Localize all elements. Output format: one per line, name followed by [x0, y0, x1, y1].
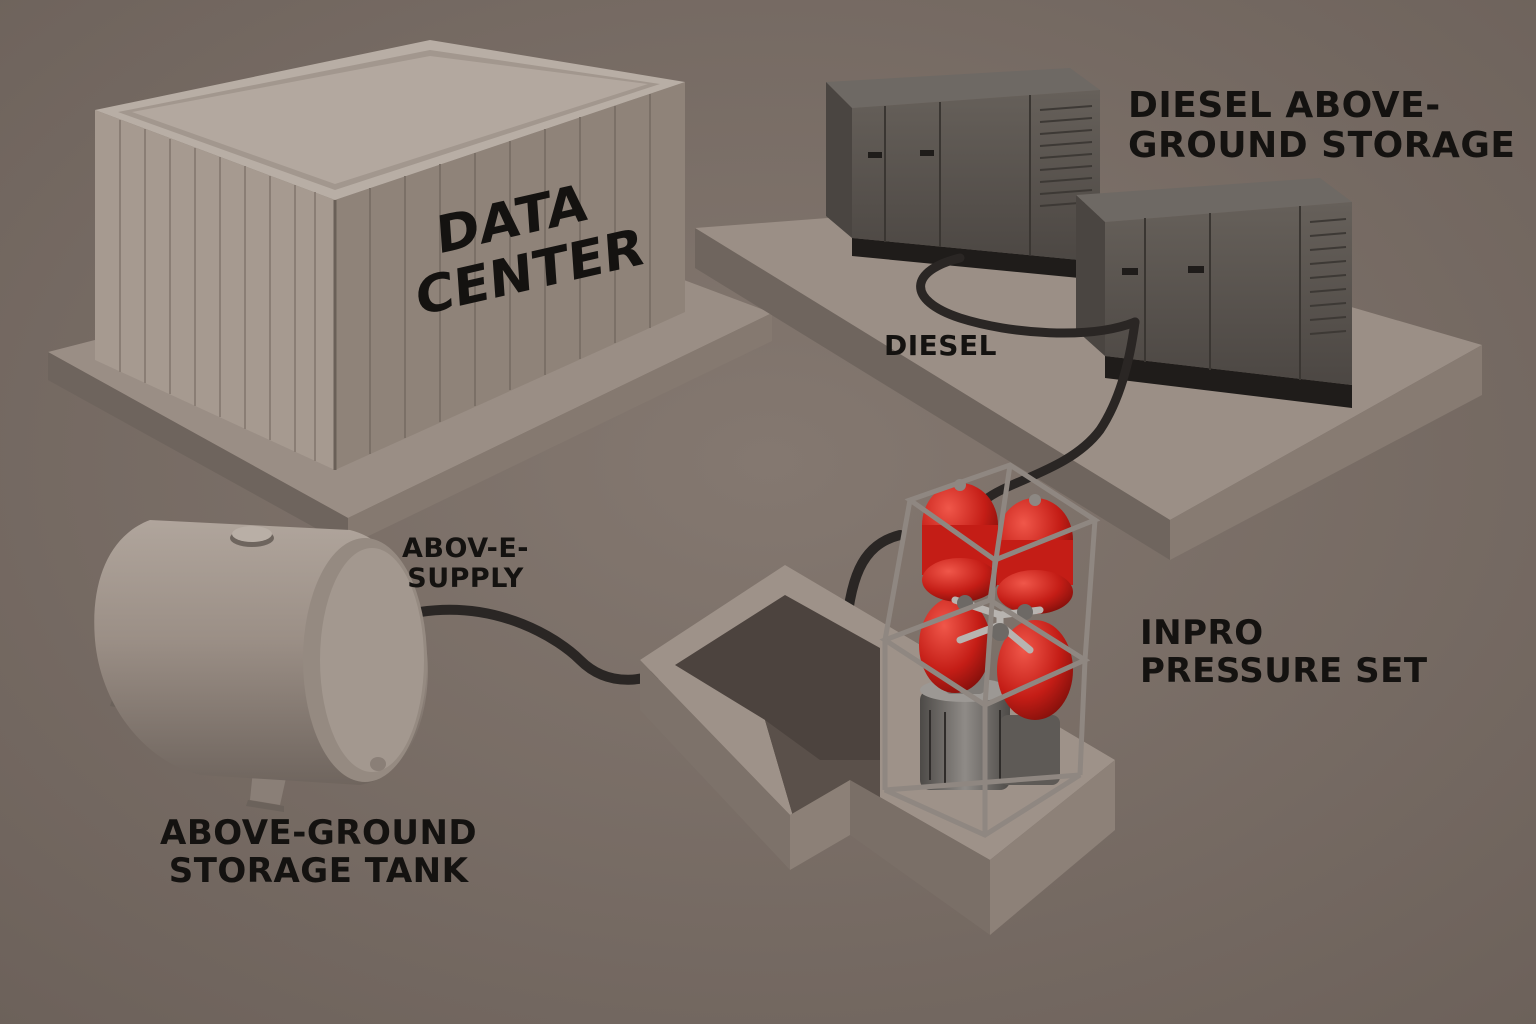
storage-tank-label: ABOVE-GROUND STORAGE TANK	[160, 814, 477, 890]
storage-tank-label-line1: ABOVE-GROUND	[160, 813, 478, 853]
above-ground-storage-tank	[94, 520, 428, 812]
inpro-pressure-set	[879, 462, 1101, 838]
diesel-hose	[916, 253, 1140, 505]
diesel-storage-label: DIESEL ABOVE- GROUND STORAGE	[1128, 85, 1516, 167]
diesel-storage-label-line2: GROUND STORAGE	[1128, 125, 1516, 167]
inpro-pressure-set-label: INPRO PRESSURE SET	[1140, 614, 1428, 690]
data-center-building	[48, 40, 772, 546]
diesel-generator-front	[1076, 178, 1352, 408]
diesel-generator-back	[826, 68, 1100, 280]
inpro-label-line1: INPRO	[1140, 613, 1264, 653]
above-supply-label: ABOV-E- SUPPLY	[402, 533, 529, 595]
diesel-line-label-text: DIESEL	[884, 329, 997, 362]
diesel-line-label: DIESEL	[884, 329, 997, 362]
above-supply-label-line2: SUPPLY	[407, 563, 524, 595]
inpro-label-line2: PRESSURE SET	[1140, 651, 1428, 692]
above-supply-label-line1: ABOV-E-	[402, 533, 529, 564]
diesel-storage-label-line1: DIESEL ABOVE-	[1128, 85, 1441, 126]
storage-tank-label-line2: STORAGE TANK	[168, 851, 469, 892]
generator-platform	[695, 205, 1482, 560]
